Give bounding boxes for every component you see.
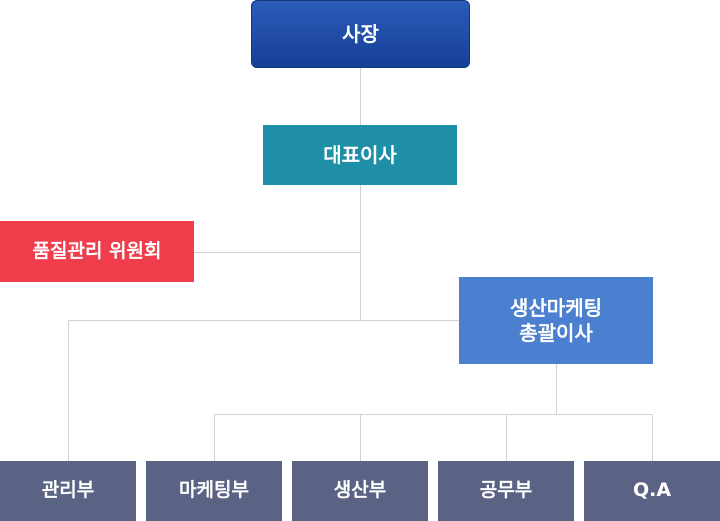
department-label: 관리부 — [41, 479, 95, 502]
department-box-qa: Q.A — [584, 461, 720, 521]
general-manager-box: 생산마케팅 총괄이사 — [459, 277, 653, 364]
connector-main-horizontal — [68, 320, 459, 321]
connector-admin-vertical — [68, 320, 69, 461]
general-manager-label-line1: 생산마케팅 — [510, 295, 602, 320]
connector-dept-horizontal — [214, 414, 653, 415]
department-box-admin: 관리부 — [0, 461, 136, 521]
department-label: 공무부 — [479, 479, 533, 502]
department-label: 생산부 — [333, 479, 387, 502]
connector-marketing — [214, 414, 215, 461]
department-box-engineering: 공무부 — [438, 461, 574, 521]
general-manager-label-line2: 총괄이사 — [519, 320, 593, 345]
department-box-production: 생산부 — [292, 461, 428, 521]
quality-committee-box: 품질관리 위원회 — [0, 221, 194, 282]
connector-representative-trunk — [360, 185, 361, 320]
connector-qa — [652, 414, 653, 461]
ceo-label: 사장 — [342, 21, 379, 46]
connector-engineering — [506, 414, 507, 461]
department-label: Q.A — [632, 479, 672, 502]
department-label: 마케팅부 — [179, 479, 249, 502]
connector-ceo-representative — [360, 68, 361, 125]
representative-box: 대표이사 — [263, 125, 457, 185]
quality-committee-label: 품질관리 위원회 — [32, 239, 162, 262]
department-box-marketing: 마케팅부 — [146, 461, 282, 521]
connector-production — [360, 414, 361, 461]
representative-label: 대표이사 — [323, 142, 397, 167]
ceo-box: 사장 — [251, 0, 470, 68]
connector-quality-committee — [194, 252, 360, 253]
connector-gm-vertical — [556, 364, 557, 414]
